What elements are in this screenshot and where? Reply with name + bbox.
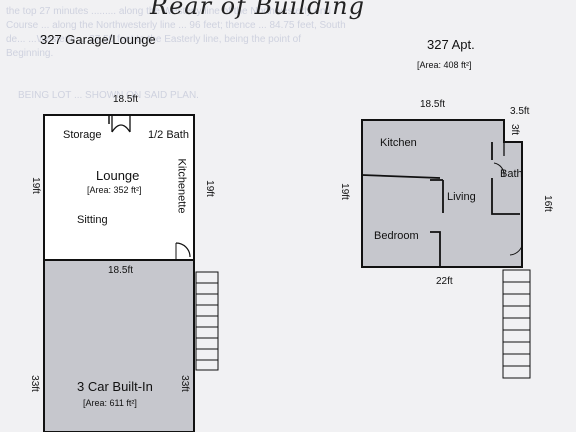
background-text-line: de... ...Westerly ... 37.50 feet to the … bbox=[6, 34, 301, 45]
garage-outline bbox=[43, 259, 195, 432]
garage-right-height: 33ft bbox=[178, 375, 190, 392]
background-text-line: BEING LOT ... SHOWN ON SAID PLAN. bbox=[18, 90, 199, 101]
kitchen-label: Kitchen bbox=[380, 137, 417, 149]
upper-right-height: 19ft bbox=[203, 180, 215, 197]
bedroom-label: Bedroom bbox=[374, 230, 419, 242]
kitchen-wall bbox=[361, 174, 444, 213]
apartment-door-swing bbox=[509, 245, 523, 256]
apartment-outline bbox=[361, 119, 523, 268]
upper-left-height: 19ft bbox=[29, 177, 41, 194]
storage-label: Storage bbox=[63, 129, 102, 141]
left-top-width: 18.5ft bbox=[113, 94, 139, 105]
left-stairs bbox=[195, 271, 219, 371]
handwritten-note: Rear of Building bbox=[150, 0, 365, 20]
right-left-height: 19ft bbox=[338, 183, 350, 200]
right-plan-title: 327 Apt. bbox=[427, 37, 475, 52]
lounge-label: Lounge bbox=[96, 168, 140, 183]
door-swing bbox=[175, 242, 191, 258]
background-text-line: Course ... along the Northwesterly line … bbox=[6, 20, 346, 31]
background-text-line: Beginning. bbox=[6, 48, 54, 59]
bedroom-wall bbox=[430, 231, 441, 267]
lounge-outline bbox=[43, 114, 195, 261]
living-label: Living bbox=[447, 191, 476, 203]
bath-door-swing bbox=[493, 162, 505, 177]
bath-notch: 3ft bbox=[509, 123, 521, 136]
top-door-arch bbox=[111, 115, 131, 133]
right-bottom-width: 22ft bbox=[436, 276, 453, 287]
garage-area: [Area: 611 ft²] bbox=[83, 398, 137, 408]
bath-wall bbox=[491, 142, 520, 215]
background-text-line: the top 27 minutes ......... along the W… bbox=[6, 6, 331, 17]
garage-width: 18.5ft bbox=[108, 265, 134, 276]
left-plan-title: 327 Garage/Lounge bbox=[40, 32, 156, 47]
kitchenette-label: Kitchenette bbox=[175, 158, 188, 214]
bath-label: Bath bbox=[500, 168, 523, 180]
garage-label: 3 Car Built-In bbox=[77, 379, 153, 394]
sitting-label: Sitting bbox=[77, 214, 108, 226]
right-stairs bbox=[502, 269, 531, 379]
right-top-width: 18.5ft bbox=[420, 99, 446, 110]
lounge-area: [Area: 352 ft²] bbox=[87, 185, 142, 195]
bath-width: 3.5ft bbox=[510, 106, 530, 117]
right-right-height: 16ft bbox=[541, 195, 553, 212]
apartment-area: [Area: 408 ft²] bbox=[417, 60, 472, 70]
garage-left-height: 33ft bbox=[28, 375, 40, 392]
half-bath-label: 1/2 Bath bbox=[148, 129, 189, 141]
